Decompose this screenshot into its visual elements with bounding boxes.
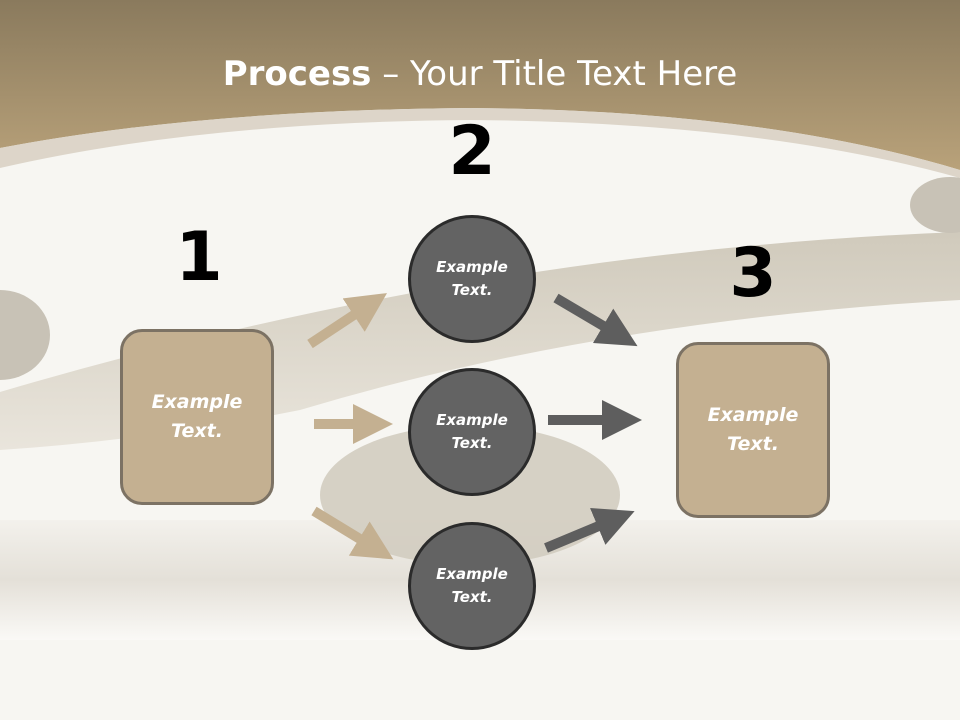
step-1-box[interactable]: Example Text.: [120, 329, 274, 505]
title-bold: Process: [222, 54, 372, 94]
step-number-1: 1: [175, 218, 223, 297]
title-rest: – Your Title Text Here: [371, 54, 738, 94]
page-title: Process – Your Title Text Here: [0, 52, 960, 96]
step-2-circle-bottom[interactable]: Example Text.: [408, 522, 536, 650]
step-1-line2: Text.: [171, 420, 223, 442]
circle-bottom-line2: Text.: [451, 588, 493, 606]
step-number-3: 3: [729, 234, 777, 313]
step-3-line1: Example: [707, 404, 799, 426]
circle-top-line2: Text.: [451, 281, 493, 299]
step-2-circle-top[interactable]: Example Text.: [408, 215, 536, 343]
circle-middle-line1: Example: [436, 411, 508, 429]
step-number-2: 2: [448, 112, 496, 191]
step-1-line1: Example: [151, 391, 243, 413]
step-3-box[interactable]: Example Text.: [676, 342, 830, 518]
circle-middle-line2: Text.: [451, 434, 493, 452]
step-3-line2: Text.: [727, 433, 779, 455]
circle-bottom-line1: Example: [436, 565, 508, 583]
step-2-circle-middle[interactable]: Example Text.: [408, 368, 536, 496]
circle-top-line1: Example: [436, 258, 508, 276]
